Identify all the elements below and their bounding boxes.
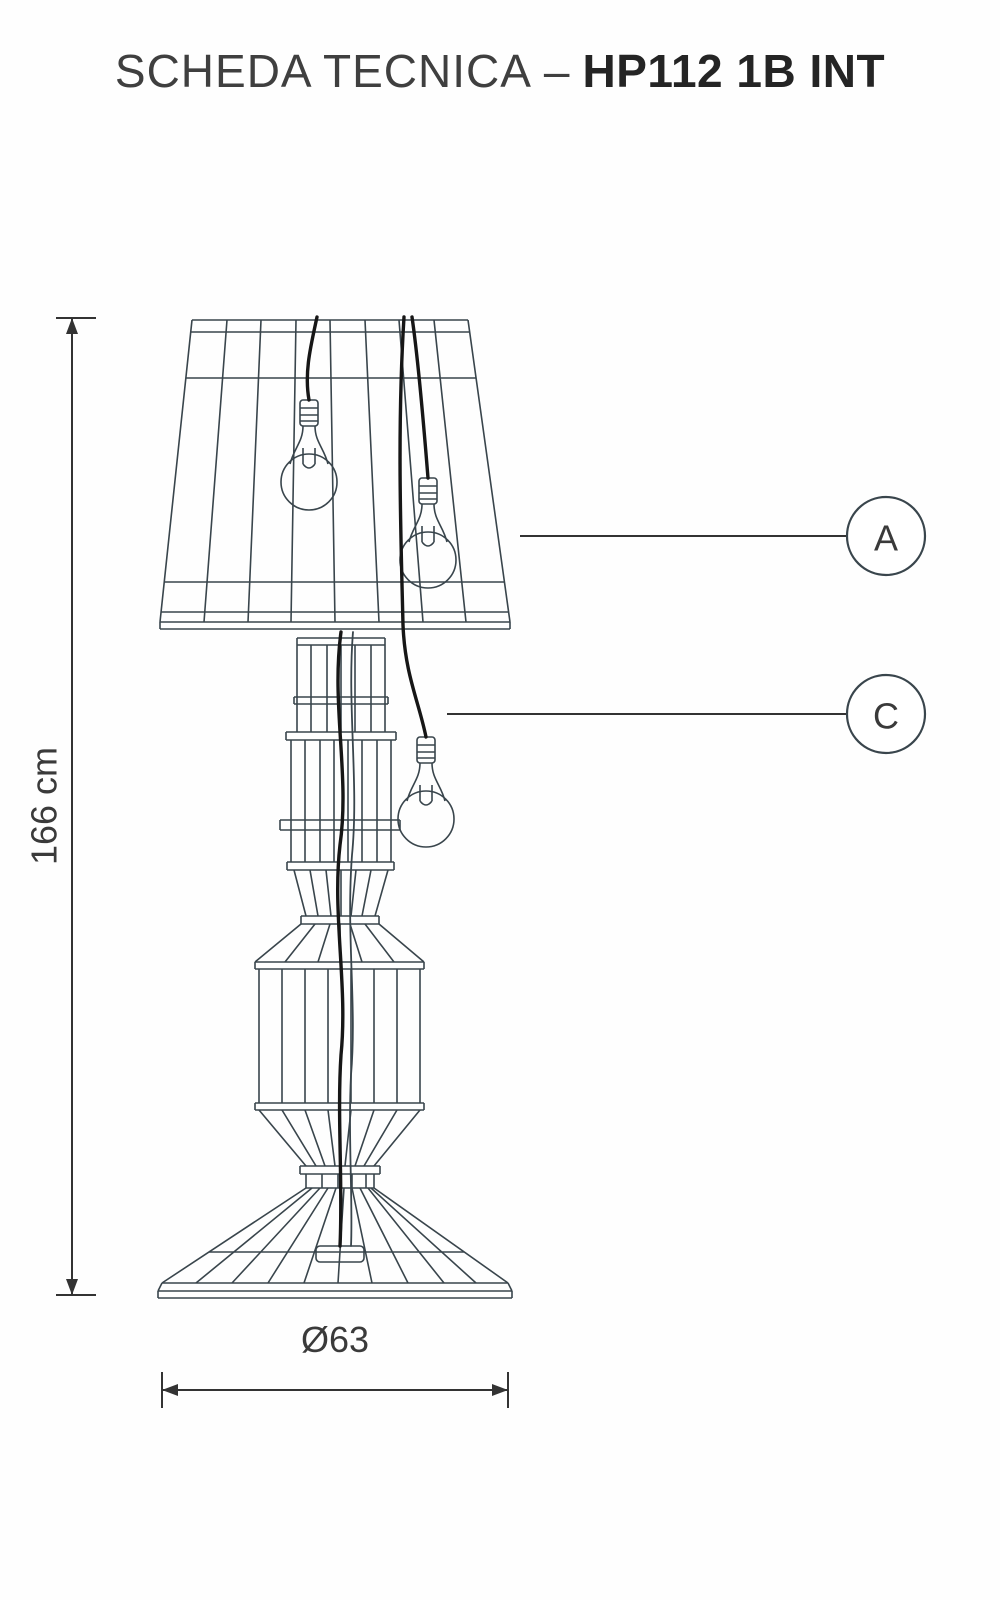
cord-column (336, 630, 345, 1248)
cord-bulb-left (305, 315, 319, 402)
height-dimension (56, 317, 96, 1296)
title-model-code: HP112 1B INT (582, 45, 886, 97)
page-title: SCHEDA TECNICA–HP112 1B INT (0, 44, 1000, 98)
height-dimension-line (56, 317, 96, 1296)
callout-c-circle (845, 673, 927, 755)
height-dimension-label: 166 cm (24, 747, 65, 865)
diameter-dimension (161, 1372, 509, 1408)
base-spokes (161, 1187, 509, 1284)
cord-column-thin (349, 631, 356, 1247)
bulb-right (399, 477, 457, 589)
collar-ribs (305, 1174, 375, 1188)
power-cords (305, 315, 430, 1248)
title-regular: SCHEDA TECNICA (114, 45, 532, 97)
diameter-arrow-left (162, 1384, 178, 1396)
cord-bulb-right (410, 315, 430, 480)
bulb-lower (397, 736, 455, 848)
base-cone (157, 1187, 513, 1299)
bulb-left (280, 399, 338, 511)
callout-a: A (520, 495, 927, 577)
cord-bulb-lower (398, 315, 428, 739)
lamp-wireframe (157, 319, 513, 1299)
bulge-taper-ribs (258, 1109, 421, 1167)
lampshade-cage (159, 319, 511, 630)
callout-c-label: C (873, 696, 899, 737)
shade-rings (159, 319, 511, 630)
height-arrow-top (66, 318, 78, 334)
light-bulbs (280, 399, 457, 848)
callout-c: C (447, 673, 927, 755)
diameter-dimension-line (161, 1372, 509, 1408)
diameter-dimension-label: Ø63 (301, 1319, 369, 1360)
base-rings (157, 1251, 513, 1299)
diameter-arrow-right (492, 1384, 508, 1396)
callout-a-label: A (874, 518, 898, 559)
bulge-ribs (258, 969, 421, 1103)
column-upper-ribs (296, 645, 386, 732)
callout-a-circle (845, 495, 927, 577)
shade-ribs (159, 319, 511, 623)
column-taper-ribs (293, 869, 389, 917)
column-mid-ribs (290, 740, 392, 862)
title-separator: – (543, 45, 571, 97)
height-arrow-bottom (66, 1279, 78, 1295)
